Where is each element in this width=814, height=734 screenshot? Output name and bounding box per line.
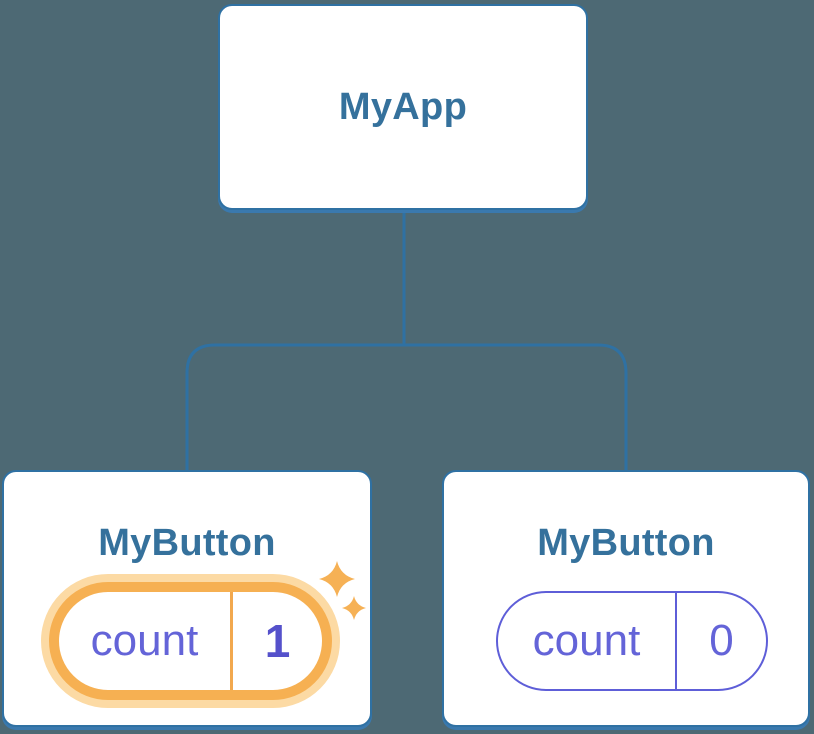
state-key-label: count	[90, 616, 199, 665]
node-title-mybutton-left: MyButton	[98, 522, 276, 564]
component-node-myapp: MyApp	[218, 4, 588, 210]
connector-branch	[185, 343, 628, 470]
component-node-mybutton-left: MyButton count 1	[2, 470, 372, 727]
state-value: 1	[230, 592, 322, 690]
node-title-myapp: MyApp	[338, 85, 468, 128]
state-key-label: count	[532, 616, 641, 665]
sparkle-icon	[319, 561, 366, 620]
state-pill-plain: count 0	[496, 591, 768, 691]
state-value: 0	[675, 593, 766, 689]
state-pill-highlighted: count 1	[49, 582, 332, 700]
component-node-mybutton-right: MyButton count 0	[442, 470, 810, 727]
node-title-mybutton-right: MyButton	[537, 522, 715, 564]
